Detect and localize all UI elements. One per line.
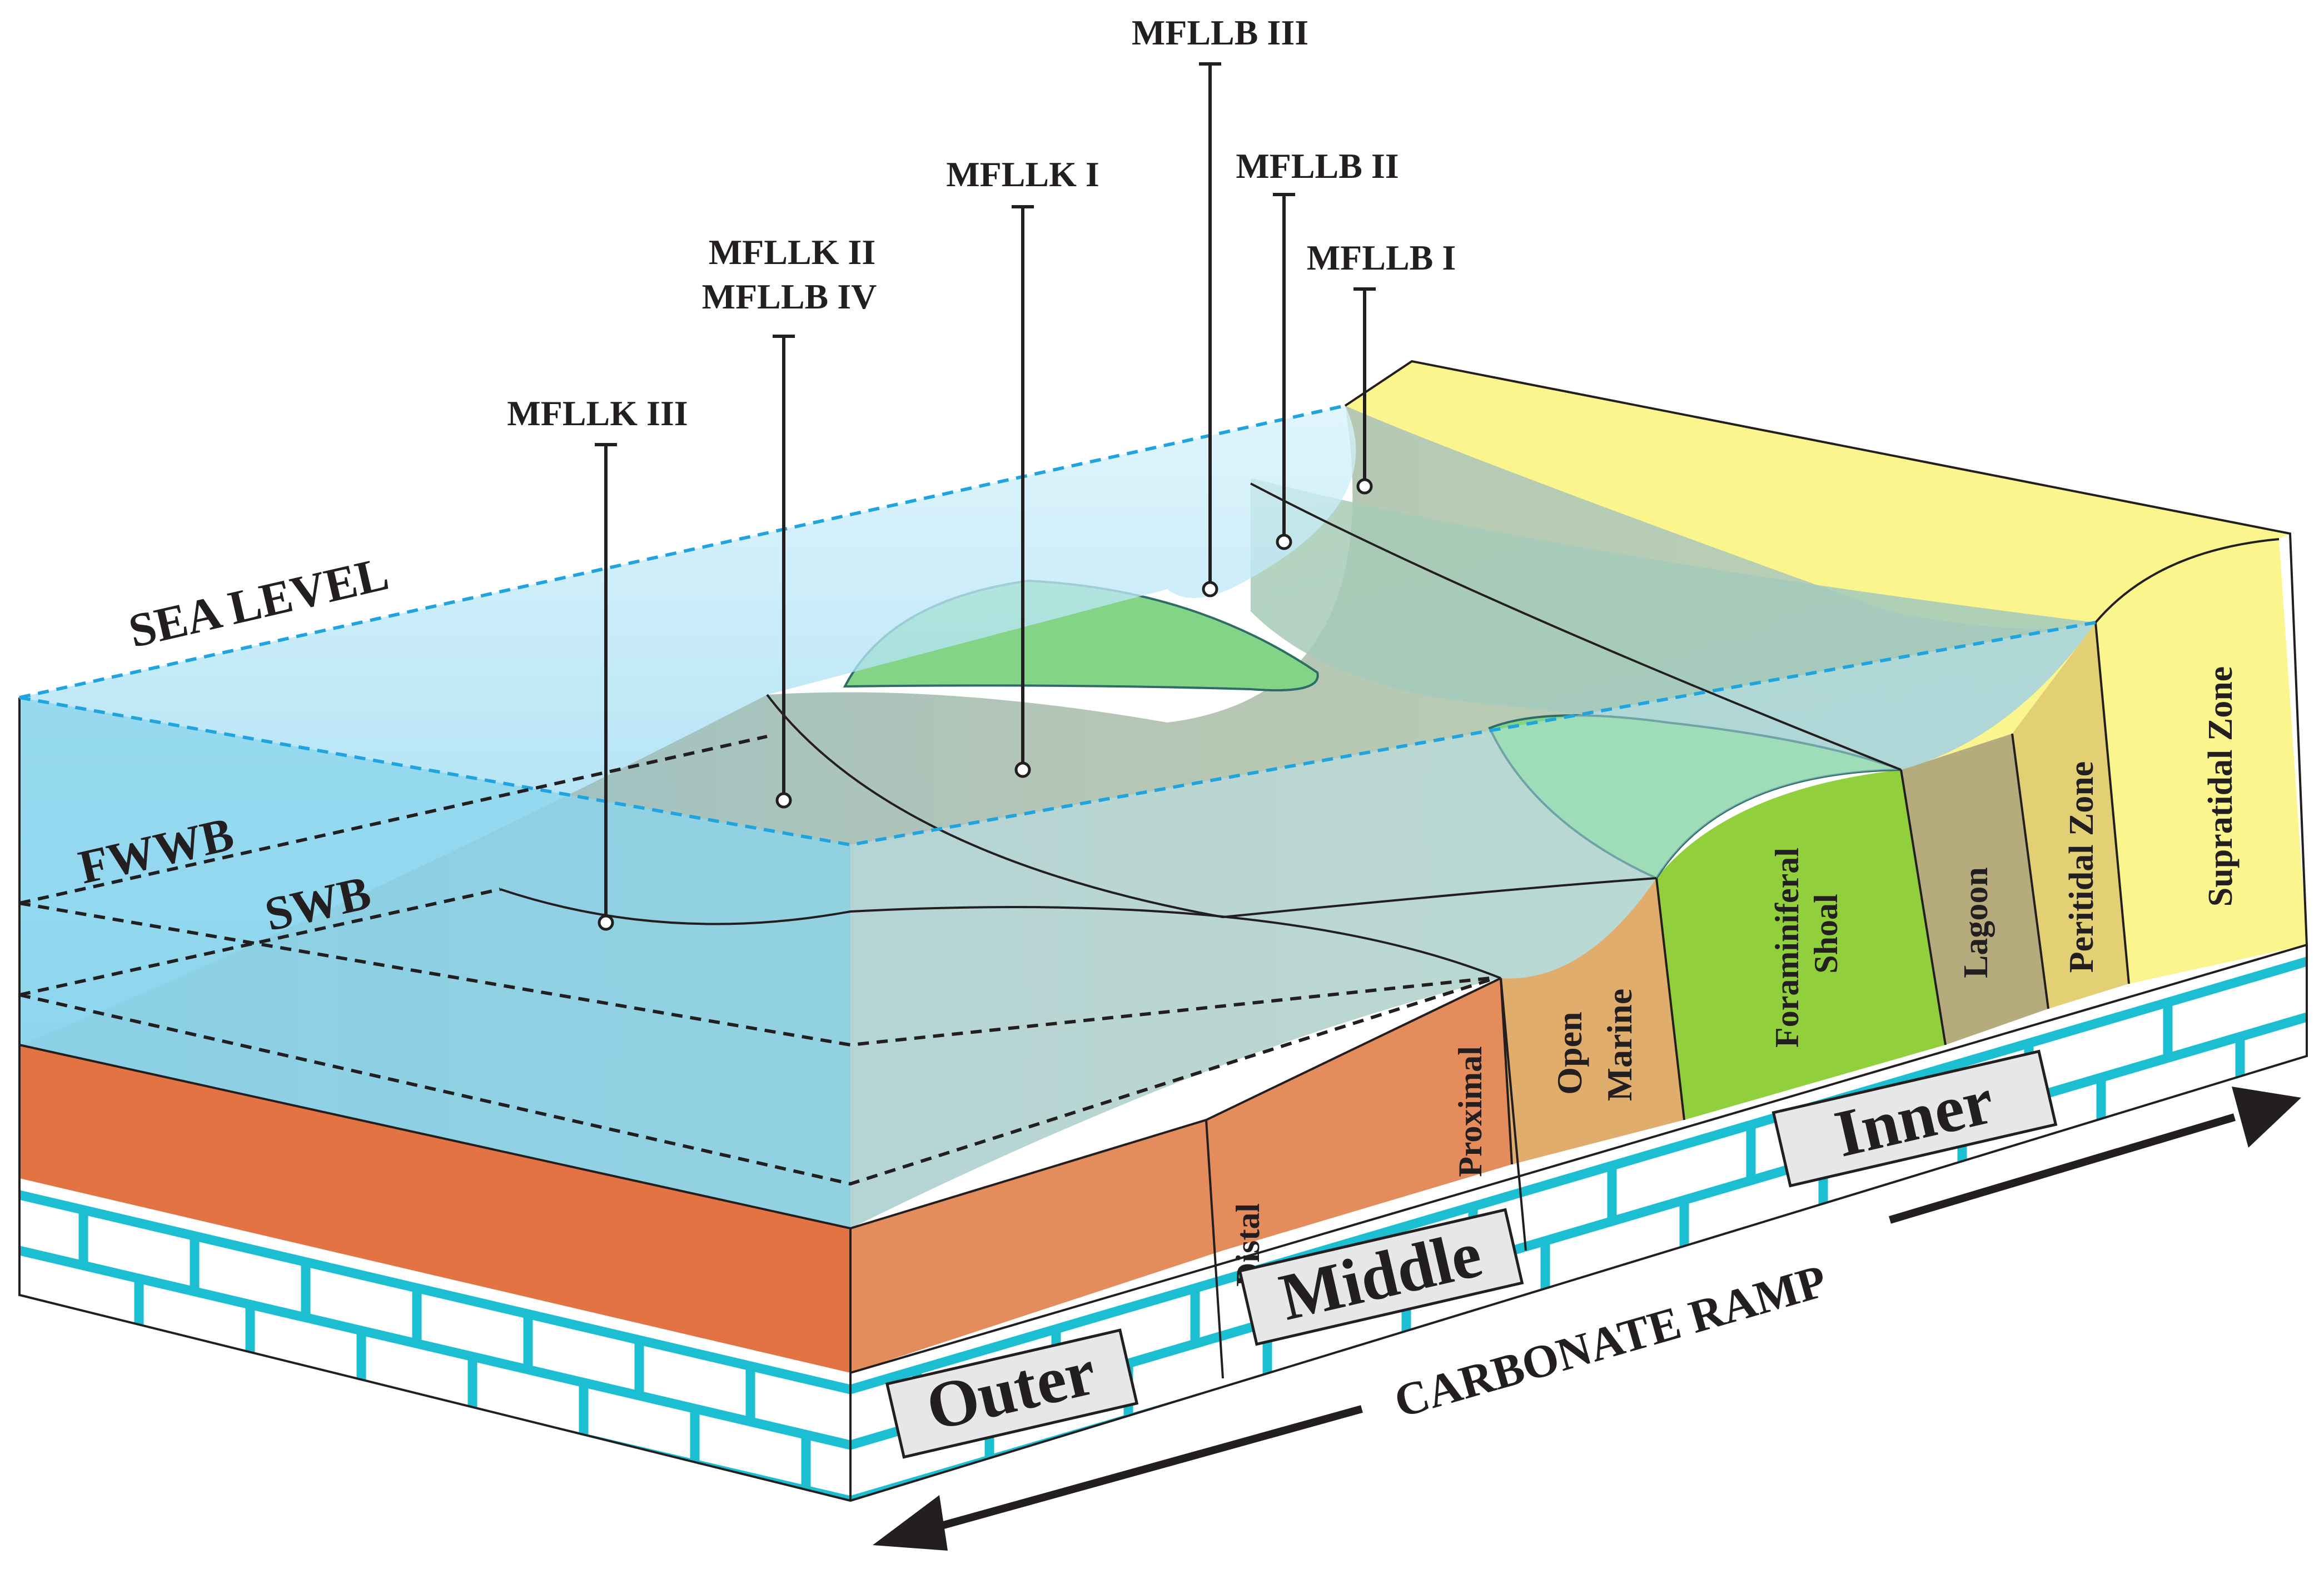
label-peritidal: Peritidal Zone — [2063, 761, 2101, 973]
shoal-lower — [1488, 714, 1902, 880]
label-foraminiferal: Foraminiferal — [1769, 848, 1805, 1048]
label-shoal: Shoal — [1808, 894, 1844, 973]
zone-peritidal — [2012, 622, 2129, 1009]
marker-mfllk-i: MFLLK I — [946, 155, 1099, 778]
arrow-right-icon — [2232, 1087, 2301, 1148]
label-mfllk-ii: MFLLK II — [709, 232, 875, 272]
marker-mfllk-ii-mfllb-iv: MFLLK II MFLLB IV — [702, 232, 877, 809]
sea-level-line — [19, 404, 2096, 847]
water-front-face — [19, 698, 850, 1228]
zone-lagoon — [1901, 734, 2048, 1045]
marker-mfllk-iii: MFLLK III — [507, 394, 688, 931]
zone-supratidal — [2096, 539, 2307, 984]
zone-middle-ramp — [850, 978, 1512, 1373]
arrow-left-icon — [873, 1495, 948, 1551]
marker-mfllb-i: MFLLB I — [1307, 238, 1456, 495]
label-proximal: Proximal — [1452, 1046, 1489, 1177]
microfacies-markers: MFLLK III MFLLK II MFLLB IV MFLLK I MFLL… — [507, 13, 1456, 931]
label-mfllb-i: MFLLB I — [1307, 238, 1456, 277]
fwwb-line — [19, 735, 1490, 1047]
swb-line — [19, 888, 1496, 1186]
label-mfllb-iii: MFLLB III — [1132, 13, 1308, 52]
zone-foraminiferal-shoal — [1656, 770, 1945, 1120]
label-open: Open — [1550, 1012, 1589, 1094]
label-mfllb-ii: MFLLB II — [1236, 146, 1399, 186]
label-mfllk-i: MFLLK I — [946, 155, 1099, 194]
outer-ramp-front-block — [19, 1045, 850, 1373]
label-marine: Marine — [1600, 989, 1639, 1102]
label-mfllk-iii: MFLLK III — [507, 394, 688, 433]
marker-mfllb-iii: MFLLB III — [1132, 13, 1308, 597]
label-lagoon: Lagoon — [1957, 867, 1995, 978]
lagoon-floor — [1251, 478, 2096, 770]
limestone-base-front — [19, 1178, 850, 1501]
marker-mfllb-ii: MFLLB II — [1236, 146, 1399, 550]
label-mfllb-iv: MFLLB IV — [702, 277, 877, 316]
label-supratidal: Supratidal Zone — [2202, 666, 2240, 906]
